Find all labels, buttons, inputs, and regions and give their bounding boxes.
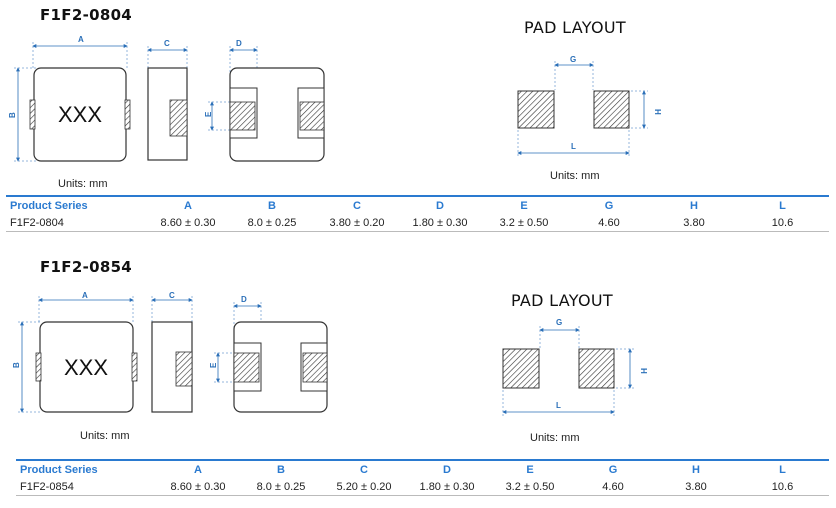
cell-a: 8.60 ± 0.30 — [170, 480, 226, 493]
header-c: C — [353, 199, 361, 212]
section-title: F1F2-0854 — [40, 258, 133, 276]
cell-product-series: F1F2-0854 — [20, 480, 74, 493]
units-label: Units: mm — [58, 178, 108, 190]
header-e: E — [526, 463, 534, 476]
side-terminal — [169, 99, 188, 137]
terminal-left — [35, 352, 42, 382]
bottom-view-drawing: D E — [204, 39, 325, 162]
cell-g: 4.60 — [602, 480, 624, 493]
cell-e: 3.2 ± 0.50 — [505, 480, 555, 493]
dim-e-label: E — [209, 362, 218, 368]
header-l: L — [779, 199, 786, 212]
dim-c-label: C — [169, 291, 175, 300]
table-header-row: Product Series A B C D E G H L — [16, 460, 829, 478]
cell-b: 8.0 ± 0.25 — [256, 480, 306, 493]
dim-e-label: E — [204, 111, 213, 117]
header-d: D — [443, 463, 451, 476]
header-a: A — [184, 199, 192, 212]
dim-h-label: H — [653, 109, 662, 115]
terminal-hatch-left — [233, 352, 260, 383]
section-title: F1F2-0804 — [40, 6, 133, 24]
side-terminal — [175, 351, 193, 387]
header-c: C — [360, 463, 368, 476]
header-b: B — [277, 463, 285, 476]
header-b: B — [268, 199, 276, 212]
pad-layout-drawing: G H L — [517, 55, 662, 157]
pad-layout-title: PAD LAYOUT — [511, 291, 613, 310]
terminal-left — [29, 99, 36, 130]
table-header-row: Product Series A B C D E G H L — [6, 196, 829, 214]
cell-c: 3.80 ± 0.20 — [329, 216, 385, 229]
bottom-view-drawing: D E — [209, 295, 328, 413]
cell-l: 10.6 — [771, 216, 794, 229]
dim-d-label: D — [241, 295, 247, 304]
terminal-hatch-right — [299, 101, 325, 131]
dim-l-label: L — [571, 142, 576, 151]
pad-left — [517, 90, 555, 129]
side-view-drawing: C — [147, 39, 188, 161]
top-view-drawing: A B XXX — [8, 35, 131, 162]
header-e: E — [520, 199, 528, 212]
dim-g-label: G — [556, 318, 562, 327]
cell-product-series: F1F2-0804 — [10, 216, 64, 229]
dim-a-label: A — [78, 35, 84, 44]
top-view-drawing: A B XXX — [12, 291, 138, 413]
pad-layout-title: PAD LAYOUT — [524, 18, 626, 37]
table-row: F1F2-0854 8.60 ± 0.30 8.0 ± 0.25 5.20 ± … — [16, 478, 829, 496]
header-product-series: Product Series — [10, 199, 88, 212]
cell-h: 3.80 — [685, 480, 707, 493]
header-d: D — [436, 199, 444, 212]
header-h: H — [692, 463, 700, 476]
terminal-hatch-right — [302, 352, 328, 383]
terminal-hatch-left — [229, 101, 256, 131]
dim-a-label: A — [82, 291, 88, 300]
dim-g-label: G — [570, 55, 576, 64]
pad-right — [593, 90, 630, 129]
cell-a: 8.60 ± 0.30 — [160, 216, 216, 229]
part-marking: XXX — [58, 102, 102, 127]
dim-b-label: B — [8, 112, 17, 118]
header-a: A — [194, 463, 202, 476]
dim-b-label: B — [12, 362, 21, 368]
units-label: Units: mm — [80, 430, 130, 442]
spec-table: Product Series A B C D E G H L F1F2-0804… — [6, 195, 829, 232]
dim-h-label: H — [639, 368, 648, 374]
units-label-pad: Units: mm — [530, 432, 580, 444]
cell-d: 1.80 ± 0.30 — [412, 216, 468, 229]
pad-layout-drawing: G H L — [502, 318, 648, 416]
spec-table: Product Series A B C D E G H L F1F2-0854… — [16, 459, 829, 496]
dim-d-label: D — [236, 39, 242, 48]
units-label-pad: Units: mm — [550, 170, 600, 182]
cell-l: 10.6 — [771, 480, 794, 493]
header-g: G — [608, 463, 618, 476]
dim-l-label: L — [556, 401, 561, 410]
header-g: G — [604, 199, 614, 212]
side-view-drawing: C — [151, 291, 193, 413]
terminal-right — [124, 99, 131, 130]
cell-d: 1.80 ± 0.30 — [419, 480, 475, 493]
pad-right — [578, 348, 615, 389]
header-l: L — [779, 463, 786, 476]
cell-h: 3.80 — [683, 216, 705, 229]
pad-left — [502, 348, 540, 389]
terminal-right — [131, 352, 138, 382]
header-h: H — [690, 199, 698, 212]
cell-b: 8.0 ± 0.25 — [247, 216, 297, 229]
part-marking: XXX — [64, 355, 108, 380]
cell-g: 4.60 — [598, 216, 620, 229]
cell-e: 3.2 ± 0.50 — [499, 216, 549, 229]
table-row: F1F2-0804 8.60 ± 0.30 8.0 ± 0.25 3.80 ± … — [6, 214, 829, 232]
dim-c-label: C — [164, 39, 170, 48]
header-product-series: Product Series — [20, 463, 98, 476]
cell-c: 5.20 ± 0.20 — [336, 480, 392, 493]
